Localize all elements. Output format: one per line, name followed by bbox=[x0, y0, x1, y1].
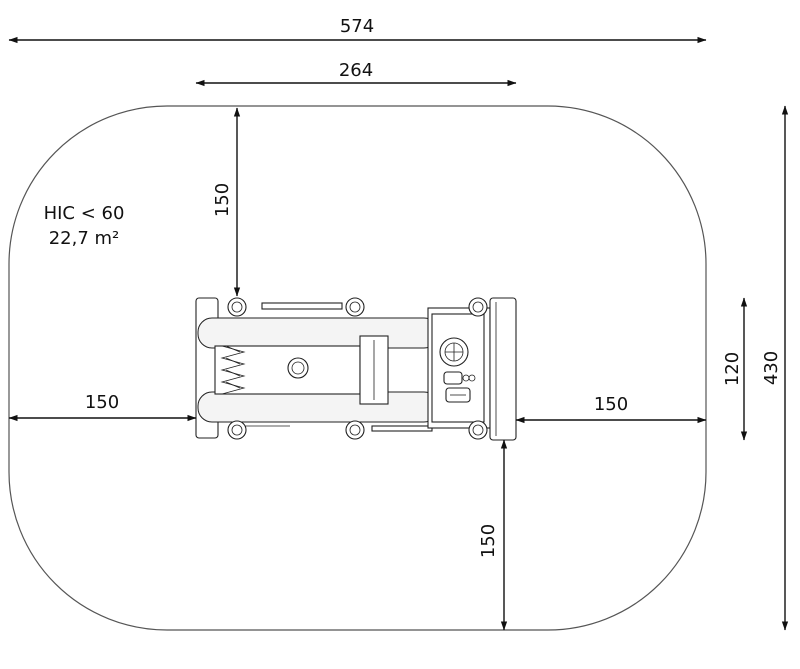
top-clearance-label: 150 bbox=[212, 183, 233, 217]
equipment-bottom-rail bbox=[197, 391, 439, 423]
overall-width-label: 574 bbox=[340, 16, 374, 37]
overall-depth-label: 430 bbox=[761, 351, 782, 385]
equipment-bottom-bar bbox=[371, 425, 433, 432]
equipment-top-rail bbox=[197, 317, 439, 349]
equipment-posts bbox=[227, 297, 488, 440]
hic-label: HIC < 60 bbox=[44, 203, 125, 224]
control-knob-panel bbox=[443, 371, 463, 385]
equipment-ladder bbox=[220, 345, 246, 395]
right-clearance-label: 150 bbox=[594, 394, 628, 415]
equipment-cabin-inner bbox=[431, 313, 485, 423]
area-label: 22,7 m² bbox=[49, 228, 120, 249]
left-clearance-label: 150 bbox=[85, 392, 119, 413]
equipment-width-label: 264 bbox=[339, 60, 373, 81]
equipment-top-bar bbox=[261, 302, 343, 310]
equipment-right-end bbox=[489, 297, 517, 441]
equipment-depth-label: 120 bbox=[722, 352, 743, 386]
equipment-center-post bbox=[287, 357, 309, 379]
equipment-deck bbox=[214, 345, 361, 395]
play-equipment bbox=[195, 297, 517, 441]
bottom-clearance-label: 150 bbox=[478, 524, 499, 558]
safety-zone-outline bbox=[8, 105, 707, 631]
